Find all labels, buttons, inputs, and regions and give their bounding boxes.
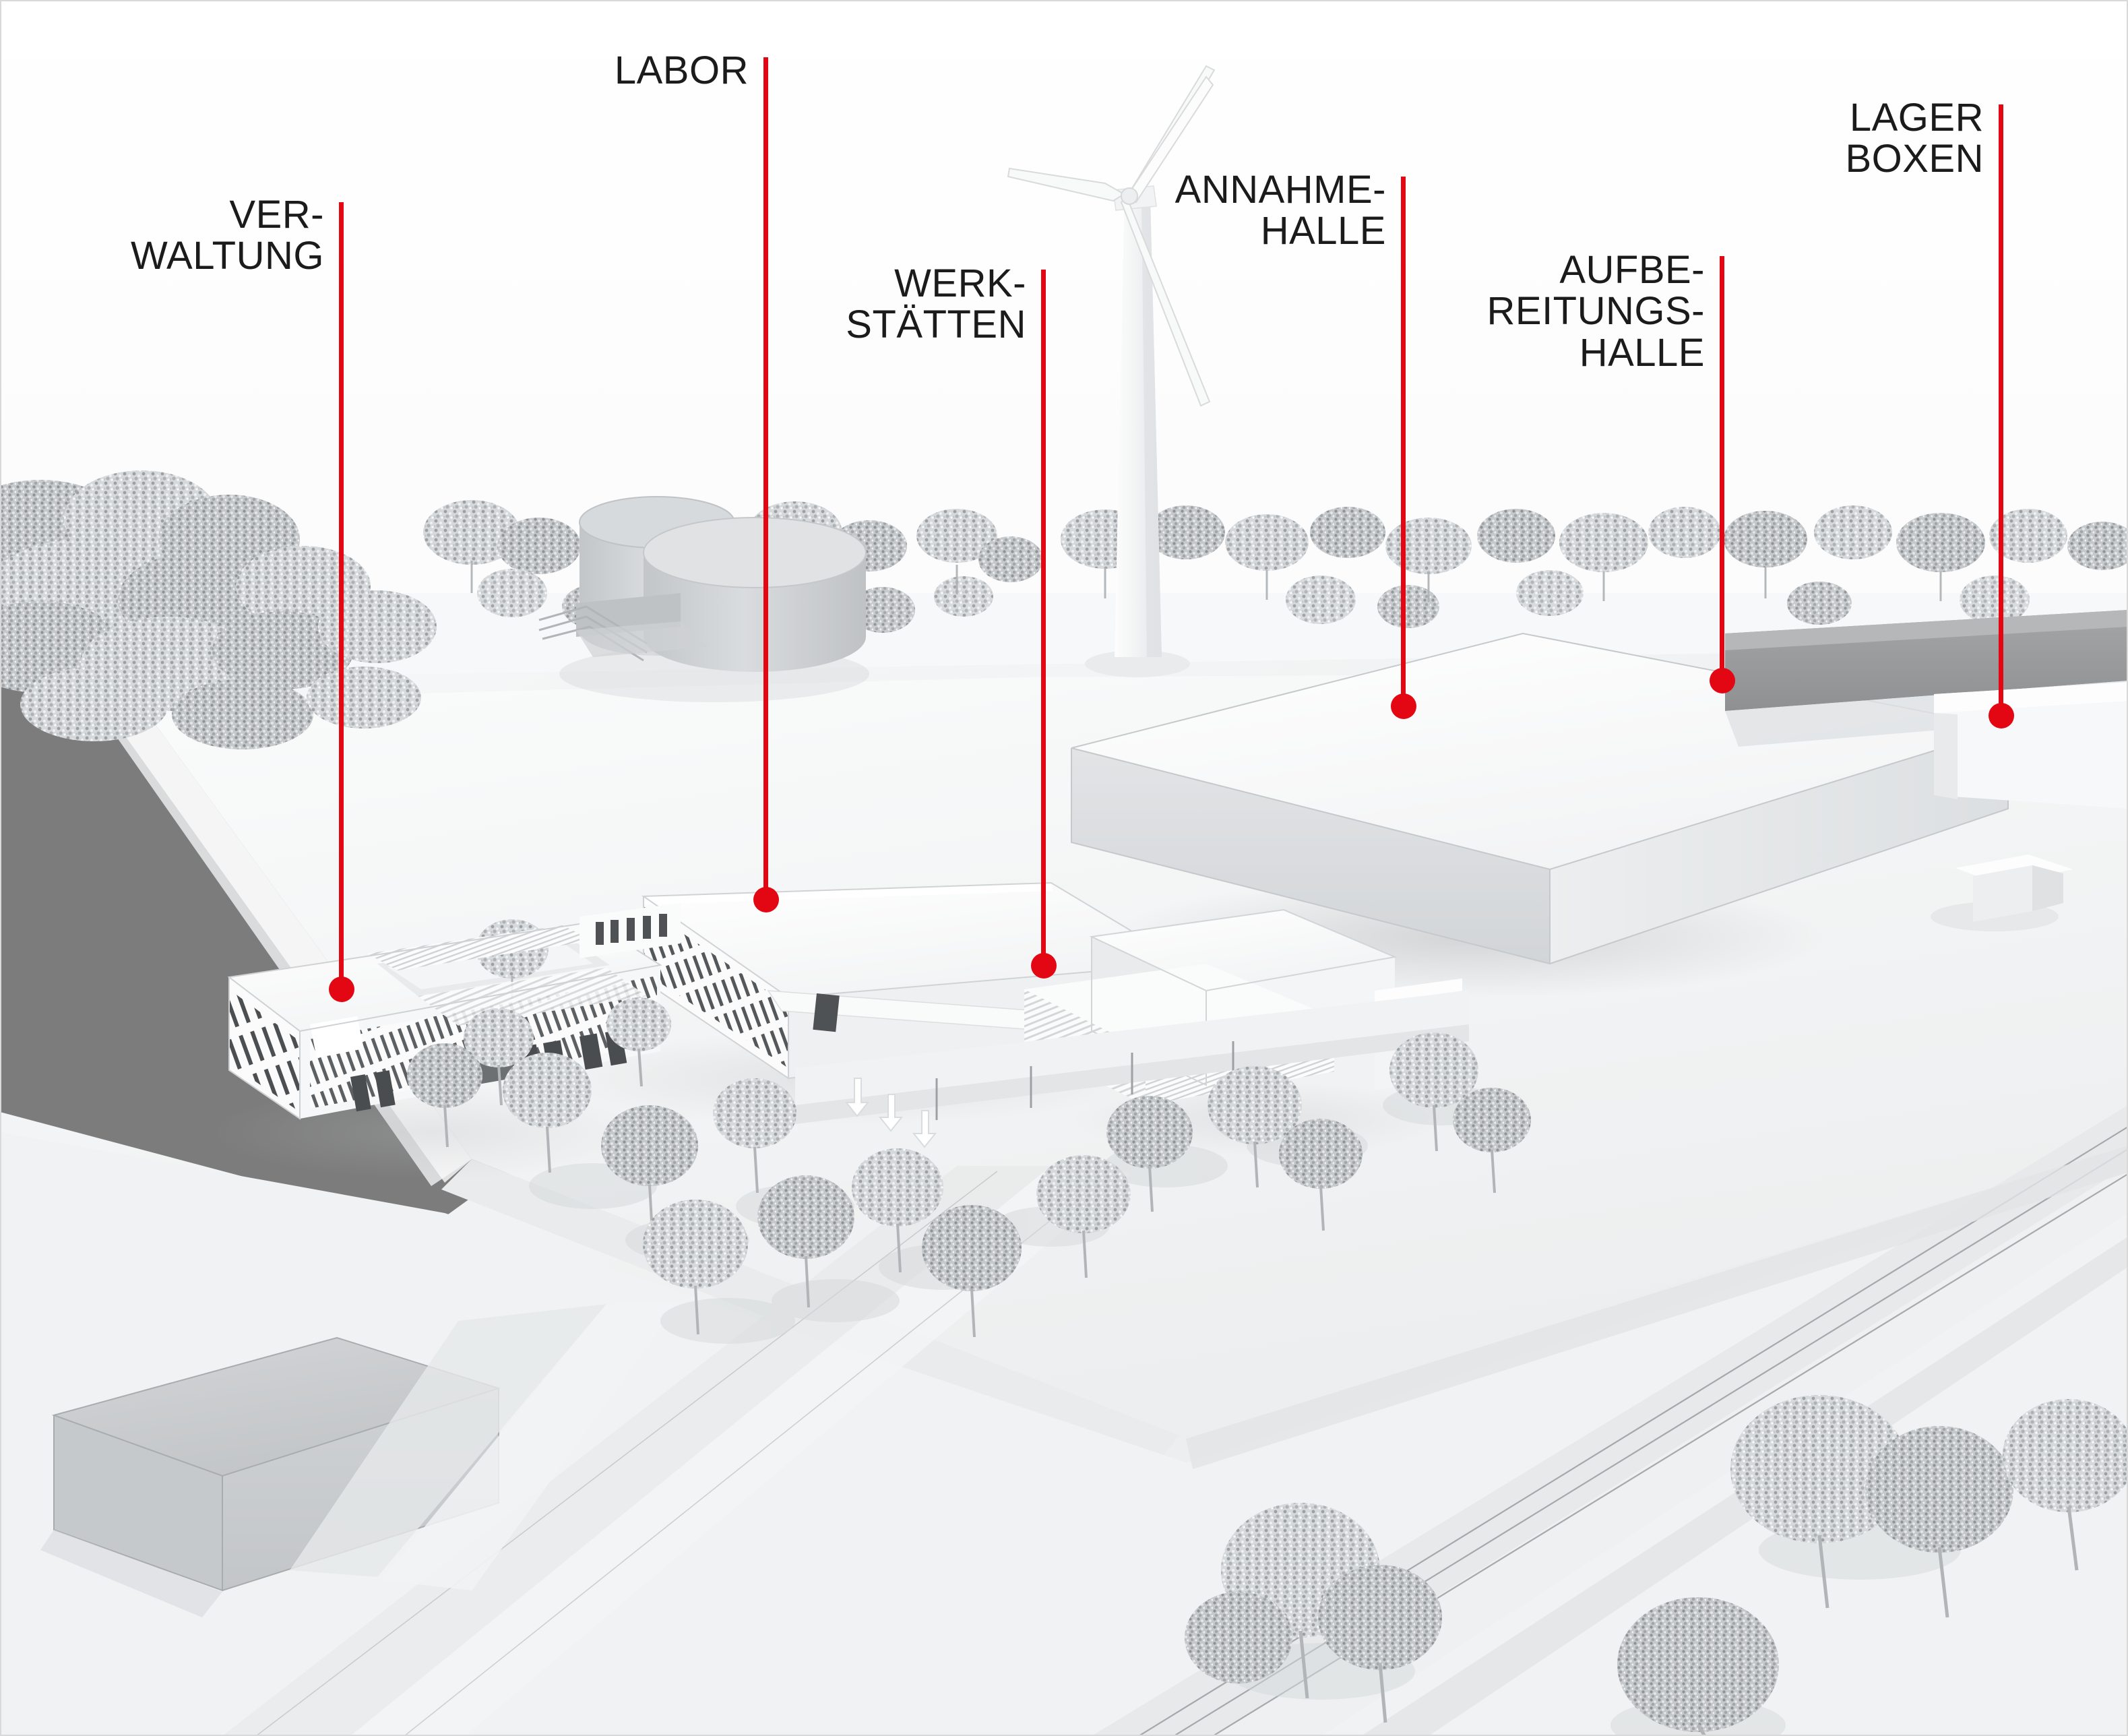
label-aufbereitungs-halle: AUFBE- REITUNGS- HALLE — [1487, 248, 1705, 375]
leader-line-werkstaetten — [1041, 270, 1046, 966]
leader-line-aufbereitungs-halle — [1720, 256, 1724, 681]
leader-line-lager-boxen — [1999, 104, 2003, 716]
leader-line-verwaltung — [339, 202, 344, 989]
leader-dot-annahme-halle — [1390, 693, 1416, 719]
foreground-trees — [1185, 1395, 2128, 1736]
parking-markers — [844, 1078, 937, 1148]
leader-dot-lager-boxen — [1988, 703, 2014, 728]
forecourt-trees — [407, 997, 1531, 1344]
leader-dot-werkstaetten — [1030, 953, 1057, 979]
label-verwaltung: VER- WALTUNG — [130, 193, 324, 278]
label-werkstaetten: WERK- STÄTTEN — [846, 261, 1026, 347]
aufbereitungs-halle-block — [1934, 682, 2128, 809]
leader-line-annahme-halle — [1401, 177, 1406, 706]
side-wing-building — [580, 903, 681, 958]
leader-dot-aufbereitungs-halle — [1709, 668, 1735, 693]
label-annahme-halle: ANNAHME- HALLE — [1175, 168, 1386, 253]
leader-dot-labor — [753, 887, 779, 912]
silo-tanks — [538, 496, 869, 702]
gatehouse — [1931, 855, 2073, 931]
tree-belt-back — [0, 470, 2128, 749]
label-labor: LABOR — [614, 49, 749, 92]
label-lager-boxen: LAGER BOXEN — [1845, 96, 1984, 181]
leader-line-labor — [763, 57, 768, 900]
retaining-wall — [795, 991, 1469, 1124]
leader-dot-verwaltung — [328, 976, 354, 1002]
wind-turbine — [1007, 65, 1216, 677]
